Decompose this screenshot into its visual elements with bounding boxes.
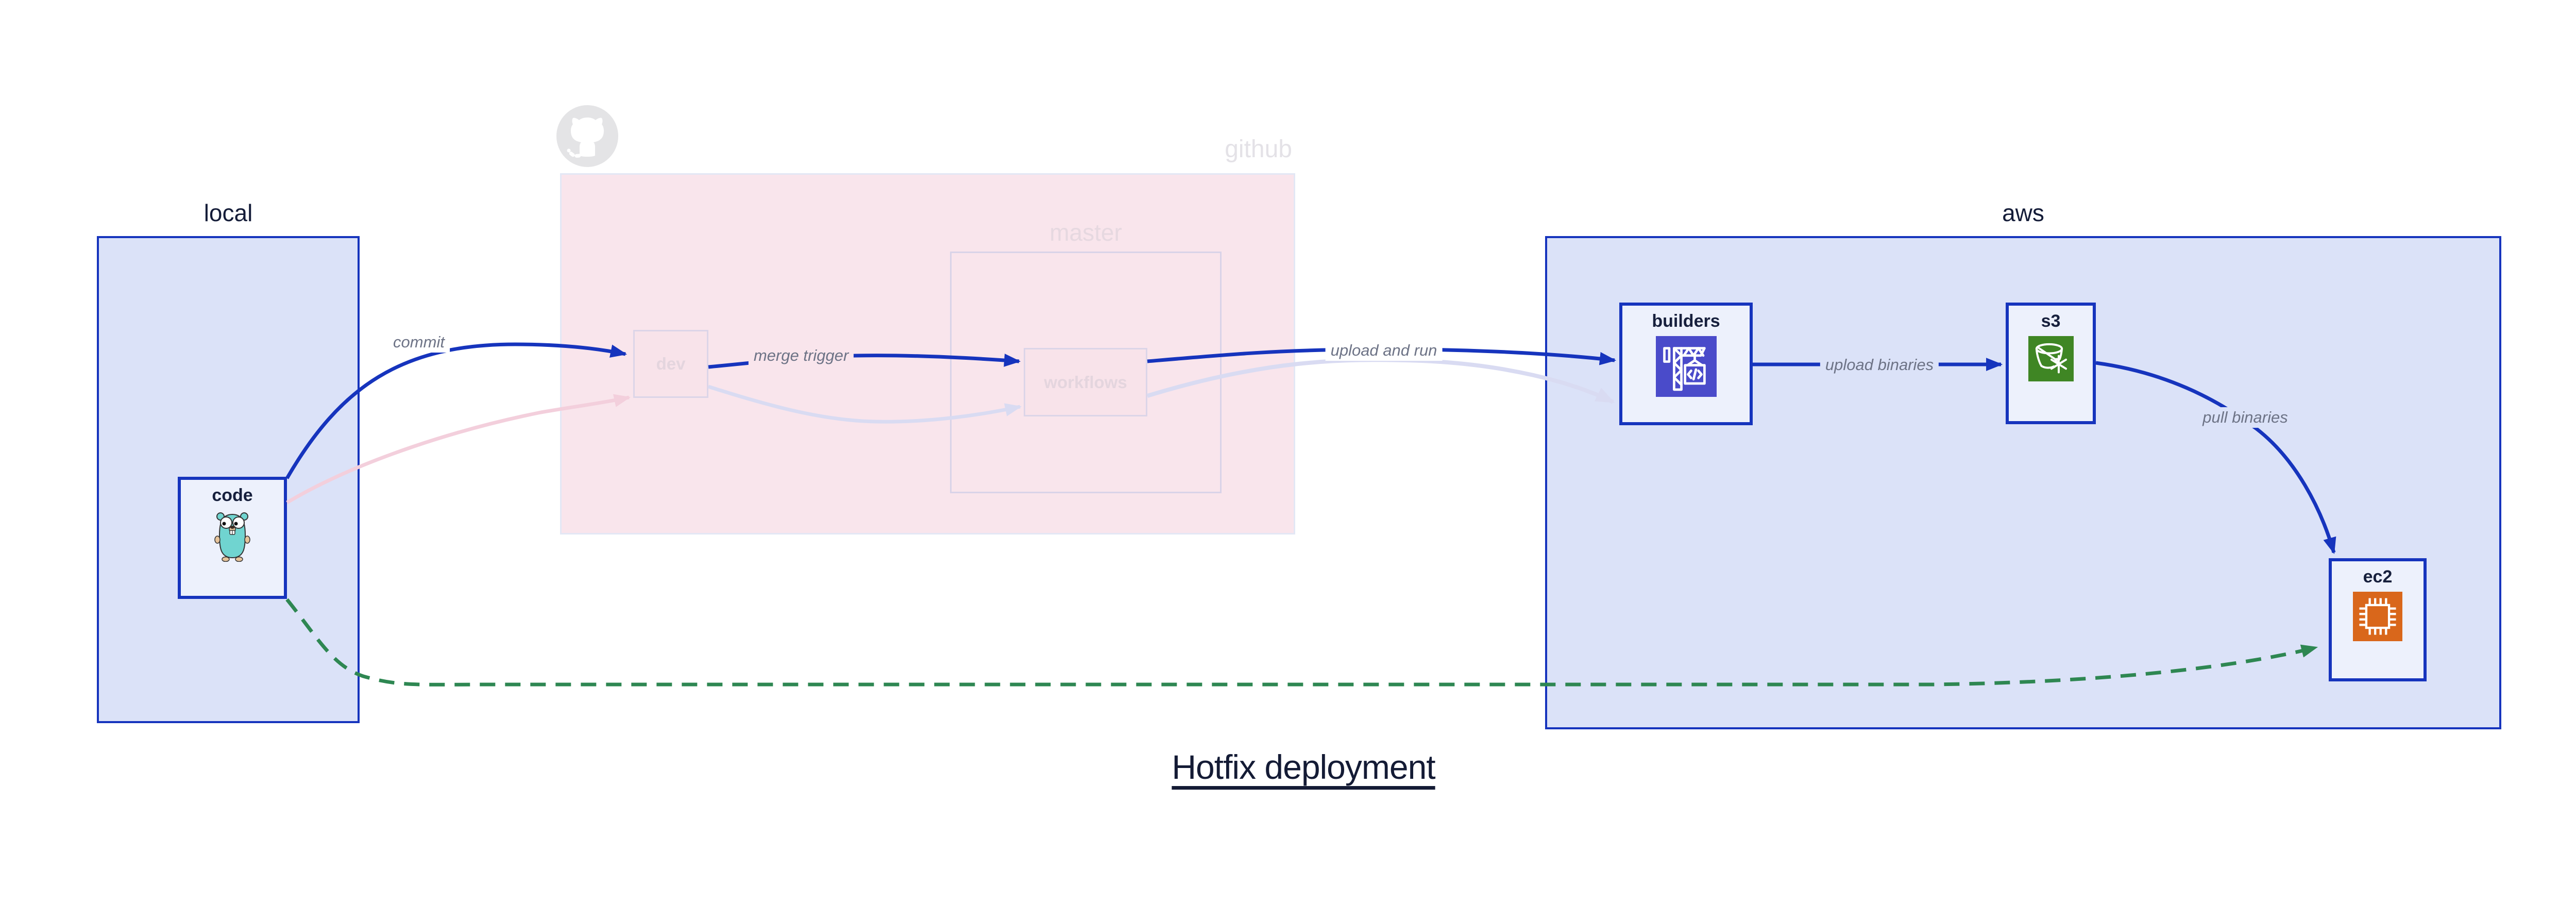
local-group-label: local — [204, 199, 253, 226]
aws-s3-glacier-icon — [2028, 336, 2074, 382]
master-group-label: master — [1049, 219, 1122, 246]
diagram-title: Hotfix deployment — [1172, 748, 1435, 786]
aws-group-label: aws — [2002, 199, 2044, 226]
node-ec2: ec2 — [2329, 558, 2427, 681]
upload-and-run-edge-label: upload and run — [1325, 340, 1443, 361]
go-gopher-icon — [214, 512, 250, 562]
github-logo-icon — [556, 105, 618, 167]
node-s3: s3 — [2006, 303, 2096, 424]
node-builders: builders — [1619, 303, 1753, 425]
node-s3-label: s3 — [2041, 311, 2061, 331]
merge-trigger-edge-label: merge trigger — [748, 345, 854, 366]
node-ec2-label: ec2 — [2363, 567, 2393, 587]
node-builders-label: builders — [1652, 311, 1720, 331]
node-code-label: code — [212, 486, 253, 505]
node-workflows-label: workflows — [1044, 372, 1127, 392]
aws-ec2-chip-icon — [2353, 592, 2402, 642]
node-workflows: workflows — [1024, 348, 1147, 416]
commit-edge-label: commit — [388, 332, 450, 353]
node-dev: dev — [633, 330, 708, 398]
github-group-label: github — [1225, 136, 1292, 163]
aws-codebuild-icon — [1655, 336, 1717, 397]
node-code: code — [178, 477, 287, 599]
upload-binaries-edge-label: upload binaries — [1820, 355, 1939, 375]
node-dev-label: dev — [656, 354, 686, 373]
pull-binaries-edge-label: pull binaries — [2197, 407, 2293, 428]
